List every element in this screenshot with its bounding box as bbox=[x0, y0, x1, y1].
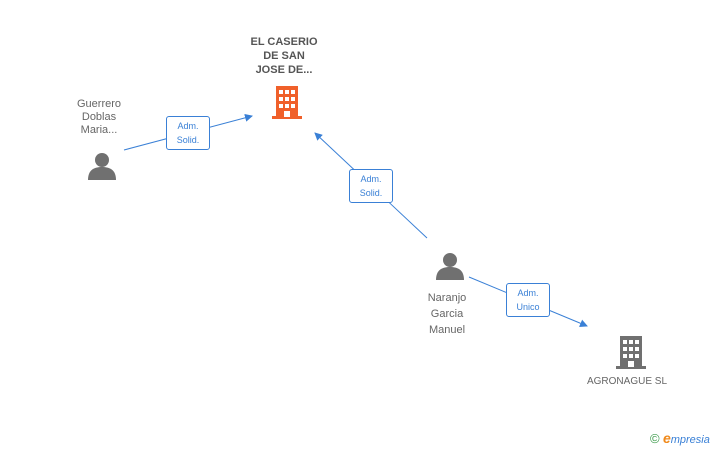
edge-label-line: Adm. bbox=[517, 288, 539, 298]
node-label-guerrero[interactable]: Guerrero Doblas Maria... bbox=[59, 98, 139, 137]
building-icon[interactable] bbox=[616, 336, 646, 369]
node-label-line: EL CASERIO bbox=[250, 36, 318, 48]
edge-label-line: Solid. bbox=[359, 188, 383, 198]
node-label-line: Manuel bbox=[428, 324, 466, 336]
brand-name: mpresia bbox=[670, 434, 710, 446]
node-label-line: AGRONAGUE SL bbox=[586, 376, 668, 387]
node-label-line: Garcia bbox=[430, 308, 464, 320]
node-label-line: Maria... bbox=[80, 124, 118, 136]
edge-label-naranjo-agronague[interactable]: Adm. Unico bbox=[506, 283, 550, 317]
brand-logo-e: e bbox=[662, 430, 671, 446]
edge-label-guerrero-caserio[interactable]: Adm. Solid. bbox=[166, 116, 210, 150]
node-label-caserio[interactable]: EL CASERIO DE SAN JOSE DE... bbox=[234, 35, 334, 77]
person-icon[interactable] bbox=[88, 153, 116, 180]
node-label-naranjo[interactable]: Naranjo Garcia Manuel bbox=[407, 290, 487, 338]
edge-label-line: Solid. bbox=[176, 135, 200, 145]
person-icon[interactable] bbox=[436, 253, 464, 280]
edge-label-line: Adm. bbox=[360, 174, 382, 184]
empresia-watermark[interactable]: © empresia bbox=[650, 430, 710, 446]
copyright-symbol: © bbox=[650, 431, 660, 446]
node-label-line: Naranjo bbox=[427, 292, 467, 304]
node-label-line: Doblas bbox=[81, 111, 117, 123]
edge-label-naranjo-caserio[interactable]: Adm. Solid. bbox=[349, 169, 393, 203]
edge-label-line: Adm. bbox=[177, 121, 199, 131]
node-label-agronague[interactable]: AGRONAGUE SL bbox=[571, 375, 683, 388]
node-label-line: Guerrero bbox=[76, 98, 122, 110]
node-label-line: DE SAN bbox=[263, 50, 305, 62]
node-label-line: JOSE DE... bbox=[255, 64, 313, 76]
edge-label-line: Unico bbox=[516, 302, 540, 312]
building-icon[interactable] bbox=[272, 86, 302, 119]
